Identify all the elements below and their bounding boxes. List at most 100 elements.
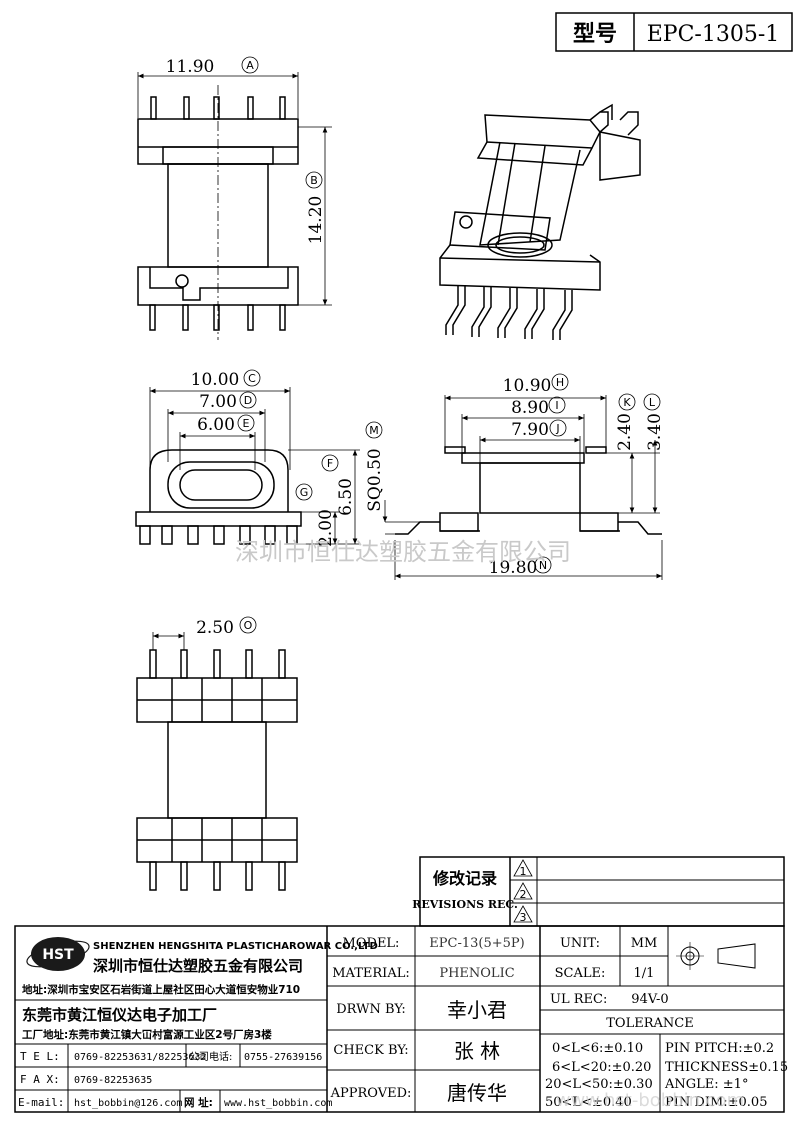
svg-text:19.80: 19.80 [489, 558, 538, 578]
dim-E: 6.00 E [197, 414, 255, 435]
svg-text:2: 2 [520, 888, 527, 901]
company-name-en: SHENZHEN HENGSHITA PLASTICHAROWAR CO.,LT… [93, 941, 378, 952]
check-by-label: CHECK BY: [333, 1043, 408, 1058]
unit-label: UNIT: [560, 936, 600, 951]
company-name-cn: 深圳市恒仕达塑胶五金有限公司 [93, 957, 303, 975]
factory-name: 东莞市黄江恒仪达电子加工厂 [22, 1006, 217, 1024]
tolerance-line-1: 0<L<6:±0.10 [552, 1041, 643, 1056]
svg-text:2.50: 2.50 [196, 618, 234, 638]
email-value: hst_bobbin@126.com [74, 1098, 182, 1109]
dim-I: 8.90 I [511, 396, 566, 418]
svg-text:L: L [649, 396, 656, 409]
approved-label: APPROVED: [330, 1086, 412, 1101]
dim-C: 10.00 C [191, 369, 261, 390]
dim-O: 2.50 O [196, 616, 257, 638]
company-phone-label: 公司电话: [189, 1050, 232, 1063]
dim-B: 14.20 B [305, 171, 326, 245]
svg-text:H: H [556, 376, 564, 389]
bottom-view-pins-lower [149, 861, 286, 891]
bottom-view [136, 632, 298, 891]
revisions-block: 修改记录 REVISIONS REC. 1 2 3 [412, 856, 785, 927]
model-field-label: MODEL: [343, 936, 400, 951]
svg-text:I: I [555, 399, 558, 412]
dim-H: 10.90 H [503, 373, 569, 396]
svg-text:B: B [310, 174, 318, 187]
svg-text:11.90: 11.90 [166, 57, 215, 77]
email-label: E-mail: [18, 1096, 64, 1109]
iso-pins [445, 285, 573, 340]
dim-F: 6.50 F [321, 454, 356, 516]
footer-watermark: www.hst-bobbin.com [556, 1090, 744, 1111]
revision-mark-1: 1 [513, 859, 533, 878]
dim-J: 7.90 J [511, 419, 567, 440]
svg-text:M: M [369, 424, 379, 437]
pin-pitch-tolerance: PIN PITCH:±0.2 [665, 1041, 774, 1056]
dim-N: 19.80 N [489, 556, 552, 578]
svg-text:J: J [555, 422, 559, 435]
svg-text:O: O [244, 619, 253, 632]
drawn-by-label: DRWN BY: [336, 1002, 405, 1017]
projection-symbol-icon [676, 942, 756, 970]
tel-label: T E L: [20, 1050, 60, 1063]
revisions-title-cn: 修改记录 [432, 869, 497, 888]
front-view [135, 387, 360, 545]
approved-value: 唐传华 [447, 1081, 507, 1105]
svg-text:8.90: 8.90 [511, 398, 549, 418]
revisions-title-en: REVISIONS REC. [412, 898, 518, 911]
title-block [14, 925, 785, 1113]
material-label: MATERIAL: [332, 966, 409, 981]
isometric-view [439, 103, 641, 340]
svg-text:A: A [246, 59, 254, 72]
scale-label: SCALE: [555, 966, 606, 981]
side-view [382, 395, 663, 580]
model-title-block: 型号 EPC-1305-1 [555, 12, 793, 52]
model-number: EPC-1305-1 [647, 22, 780, 47]
company-logo: HST [26, 937, 90, 971]
check-by-value: 张 林 [454, 1039, 500, 1063]
web-value: www.hst_bobbin.com [224, 1098, 332, 1109]
ul-rec-value: 94V-0 [631, 992, 668, 1007]
revision-mark-2: 2 [513, 882, 533, 901]
svg-text:D: D [244, 394, 252, 407]
fax-value: 0769-82253635 [74, 1075, 152, 1086]
web-label: 网 址: [184, 1096, 213, 1109]
bottom-view-pins-upper [149, 649, 286, 679]
svg-text:3.40: 3.40 [645, 413, 665, 451]
svg-text:2.00: 2.00 [316, 509, 336, 547]
svg-text:C: C [248, 372, 256, 385]
ul-rec-label: UL REC: [550, 992, 607, 1007]
top-view [137, 72, 332, 340]
fax-label: F A X: [20, 1073, 60, 1086]
dim-D: 7.00 D [199, 391, 257, 412]
svg-text:K: K [623, 396, 631, 409]
svg-text:E: E [243, 417, 250, 430]
revision-mark-3: 3 [513, 905, 533, 924]
svg-text:6.50: 6.50 [336, 478, 356, 516]
svg-text:7.00: 7.00 [199, 392, 237, 412]
dim-A: 11.90 A [166, 56, 259, 77]
tolerance-line-4: 50<L<±0.40 [545, 1095, 632, 1110]
watermark-text: 深圳市恒仕达塑胶五金有限公司 [235, 538, 571, 566]
unit-value: MM [631, 936, 658, 951]
dim-M: SQ0.50 M [365, 421, 385, 512]
svg-text:10.90: 10.90 [503, 376, 552, 396]
svg-text:6.00: 6.00 [197, 415, 235, 435]
svg-text:1: 1 [520, 865, 527, 878]
scale-value: 1/1 [634, 966, 655, 981]
svg-text:F: F [327, 457, 333, 470]
svg-text:14.20: 14.20 [306, 196, 326, 245]
svg-text:10.00: 10.00 [191, 370, 240, 390]
svg-text:2.40: 2.40 [615, 413, 635, 451]
svg-text:N: N [539, 559, 547, 572]
svg-text:HST: HST [42, 947, 74, 963]
material-value: PHENOLIC [439, 966, 514, 981]
drawn-by-value: 幸小君 [447, 998, 507, 1022]
factory-address: 工厂地址:东莞市黄江镇大冚村富源工业区2号厂房3楼 [22, 1028, 272, 1041]
company-phone-value: 0755-27639156 [244, 1052, 322, 1063]
tolerance-line-3: 20<L<50:±0.30 [545, 1077, 653, 1092]
tel-value: 0769-82253631/82253632 [74, 1052, 206, 1063]
company-address: 地址:深圳市宝安区石岩街道上屋社区田心大道恒安物业710 [22, 983, 300, 996]
dim-G: 2.00 G [295, 483, 336, 547]
tolerance-header: TOLERANCE [606, 1016, 693, 1031]
